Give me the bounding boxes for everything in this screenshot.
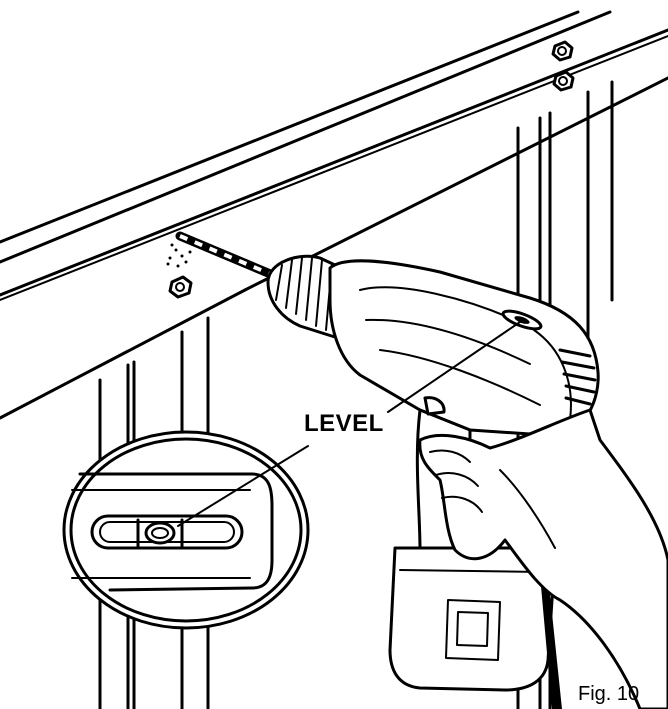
level-inset bbox=[62, 430, 310, 630]
bolt-icon bbox=[552, 70, 575, 92]
beam bbox=[0, 10, 668, 420]
bolt-icon bbox=[551, 40, 574, 62]
drill-dust bbox=[166, 243, 192, 268]
figure-number: Fig. 10 bbox=[578, 683, 640, 705]
bubble-level-icon bbox=[90, 514, 244, 550]
hand-icon bbox=[418, 408, 668, 709]
bolt-icon bbox=[168, 275, 193, 299]
callout-leaders bbox=[177, 321, 521, 527]
level-callout-label: LEVEL bbox=[304, 410, 384, 437]
drill-level-window bbox=[501, 309, 543, 331]
drill-bit bbox=[166, 231, 285, 283]
